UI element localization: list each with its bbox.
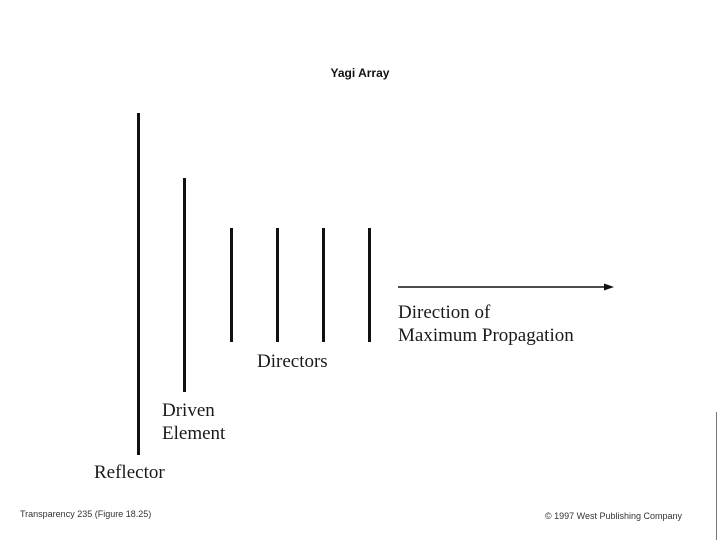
direction-label-line1: Direction of	[398, 302, 491, 323]
driven-element	[183, 178, 186, 392]
director-element-2	[276, 228, 279, 342]
footer-transparency: Transparency 235 (Figure 18.25)	[20, 509, 152, 519]
director-element-4	[368, 228, 371, 342]
footer-copyright: © 1997 West Publishing Company	[545, 511, 683, 521]
director-element-1	[230, 228, 233, 342]
directors-label: Directors	[257, 351, 328, 372]
driven-label-line1: Driven	[162, 400, 215, 421]
page-edge-line	[716, 412, 717, 540]
propagation-arrow	[398, 283, 614, 291]
reflector-label: Reflector	[94, 462, 165, 483]
reflector-element	[137, 113, 140, 455]
director-element-3	[322, 228, 325, 342]
driven-label-line2: Element	[162, 423, 226, 444]
direction-label-line2: Maximum Propagation	[398, 325, 574, 346]
diagram-title: Yagi Array	[330, 66, 390, 80]
